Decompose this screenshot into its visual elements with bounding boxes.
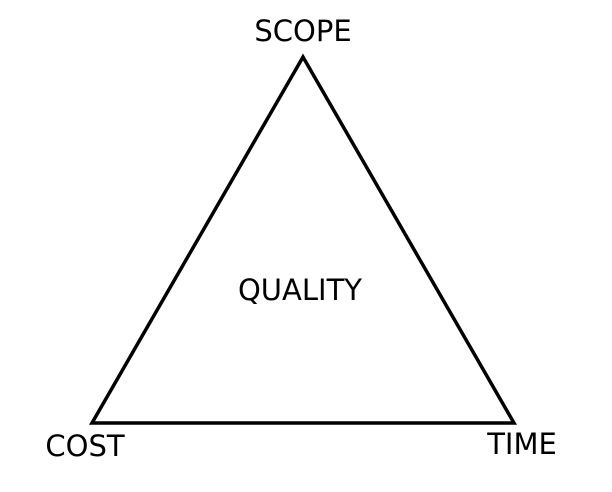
triangle-outline (88, 53, 518, 425)
time-label: TIME (486, 427, 557, 461)
quality-label: QUALITY (238, 273, 362, 307)
cost-label: COST (45, 429, 124, 463)
scope-label: SCOPE (254, 14, 351, 48)
